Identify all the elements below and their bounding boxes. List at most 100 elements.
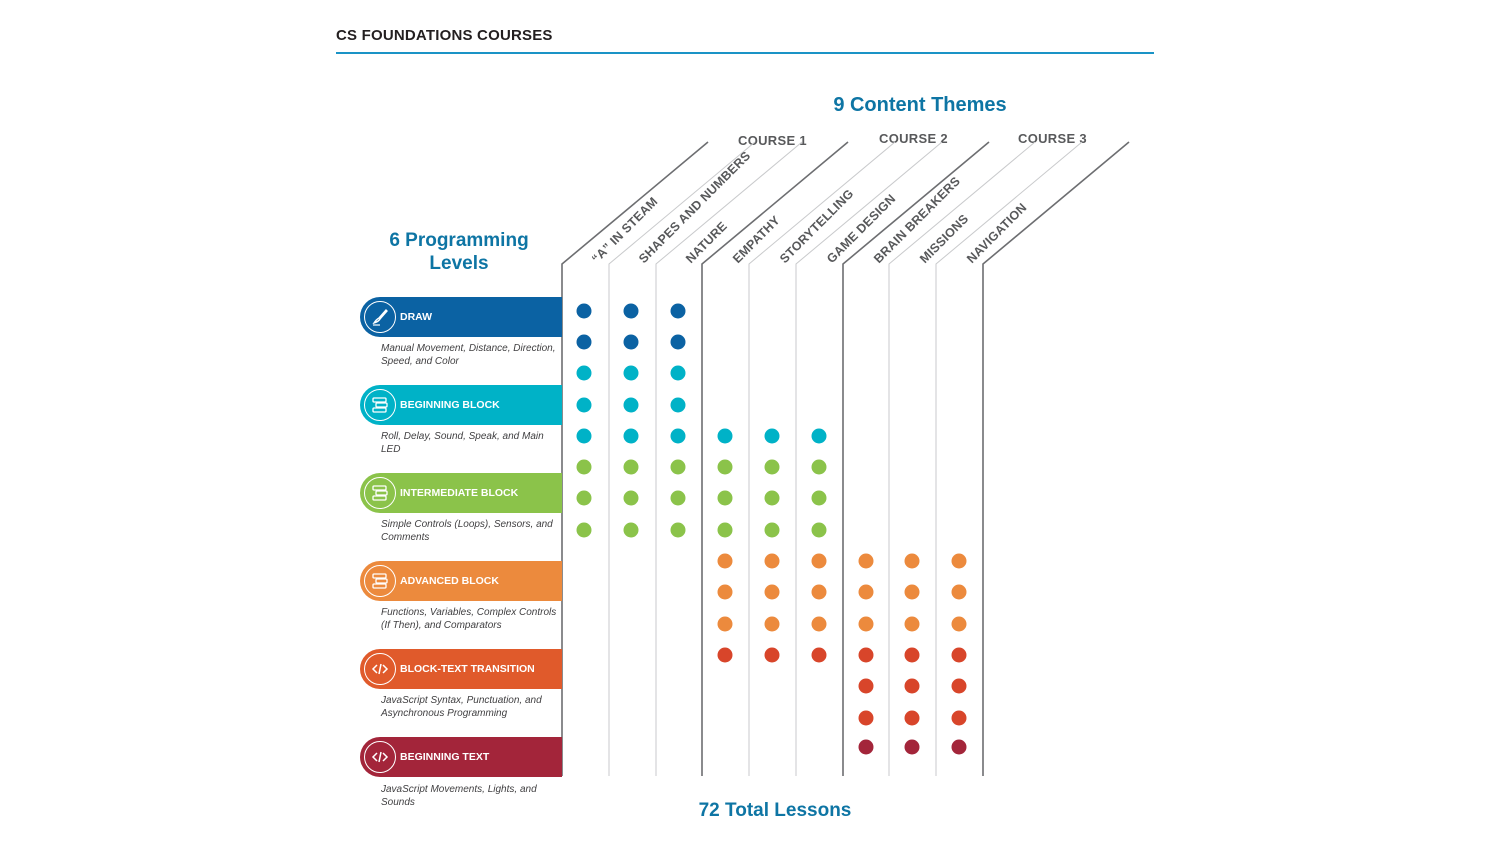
lesson-dot [623,365,639,381]
lesson-dot [576,428,592,444]
lesson-dot [670,490,686,506]
lesson-dot [623,334,639,350]
lesson-dot [764,616,780,632]
lesson-dot [717,522,733,538]
lesson-dot [904,739,920,755]
theme-divider-line [888,141,1036,776]
level-description: JavaScript Movements, Lights, and Sounds [381,784,537,808]
theme-divider-line [655,141,803,776]
title-divider [336,52,1154,54]
blocks-icon [364,389,396,421]
level-name: BLOCK-TEXT TRANSITION [400,663,535,675]
lesson-dot [717,428,733,444]
lesson-dot [623,522,639,538]
lesson-dot [623,490,639,506]
lesson-dot [717,647,733,663]
total-lessons: 72 Total Lessons [698,800,852,821]
page-title: CS FOUNDATIONS COURSES [336,27,553,44]
lesson-dot [811,616,827,632]
level-name: ADVANCED BLOCK [400,575,499,587]
level-bar: BLOCK-TEXT TRANSITION [360,649,562,689]
paintbrush-icon [364,301,396,333]
lesson-dot [811,459,827,475]
level-name: DRAW [400,311,433,323]
lesson-dot [670,459,686,475]
lesson-dot [904,678,920,694]
level-description: Functions, Variables, Complex Controls (… [381,607,557,631]
lesson-dot [670,303,686,319]
levels-heading: 6 Programming Levels [368,229,550,275]
lesson-dot [951,710,967,726]
lesson-dot [811,647,827,663]
lesson-dot [764,459,780,475]
level-bar: ADVANCED BLOCK [360,561,562,601]
lesson-dot [858,647,874,663]
level-name: INTERMEDIATE BLOCK [400,487,519,499]
levels-heading-line2: Levels [429,253,489,274]
level-bar: BEGINNING TEXT [360,737,562,777]
level-description: Roll, Delay, Sound, Speak, and Main LED [381,431,544,455]
theme-divider-line [935,141,1083,776]
lesson-dot [623,303,639,319]
course-divider-line [561,141,709,776]
lesson-dot [811,522,827,538]
levels-heading-line1: 6 Programming [389,230,529,251]
lesson-dot [904,710,920,726]
course-divider-line [701,141,849,776]
lesson-dot [670,428,686,444]
lesson-dot [717,616,733,632]
lesson-dot [576,459,592,475]
lesson-dot [811,584,827,600]
lesson-dot [904,616,920,632]
level-description: JavaScript Syntax, Punctuation, and Asyn… [381,695,542,719]
lesson-dot [858,553,874,569]
lesson-dot [904,647,920,663]
lesson-dot [764,428,780,444]
lesson-dot [764,522,780,538]
lesson-dot [811,490,827,506]
lesson-dot [904,584,920,600]
lesson-dot [717,553,733,569]
lesson-dot [576,397,592,413]
lesson-dot [951,647,967,663]
theme-divider-line [608,141,756,776]
lesson-dot [623,397,639,413]
code-icon [364,741,396,773]
lesson-dot [811,428,827,444]
lesson-dot [576,365,592,381]
lesson-dot [576,303,592,319]
lesson-dot [858,678,874,694]
level-bar: INTERMEDIATE BLOCK [360,473,562,513]
theme-divider-line [795,141,943,776]
level-description: Simple Controls (Loops), Sensors, and Co… [381,519,553,543]
lesson-dot [904,553,920,569]
lesson-dot [951,616,967,632]
lesson-dot [717,459,733,475]
course-1-label: COURSE 1 [738,133,807,148]
level-name: BEGINNING BLOCK [400,399,500,411]
lesson-dot [858,710,874,726]
lesson-dot [858,584,874,600]
lesson-dot [717,490,733,506]
code-icon [364,653,396,685]
level-bar: BEGINNING BLOCK [360,385,562,425]
lesson-dot [764,553,780,569]
lesson-dot [576,334,592,350]
lesson-dot [670,334,686,350]
lesson-dot [858,739,874,755]
themes-heading: 9 Content Themes [833,94,1007,116]
course-divider-line [982,141,1130,776]
lesson-dot [670,365,686,381]
lesson-dot [764,647,780,663]
lesson-dot [951,678,967,694]
lesson-dot [811,553,827,569]
level-name: BEGINNING TEXT [400,751,490,763]
lesson-dot [576,490,592,506]
lesson-dot [858,616,874,632]
lesson-dot [576,522,592,538]
blocks-icon [364,477,396,509]
theme-divider-line [748,141,896,776]
lesson-dot [623,428,639,444]
blocks-icon [364,565,396,597]
